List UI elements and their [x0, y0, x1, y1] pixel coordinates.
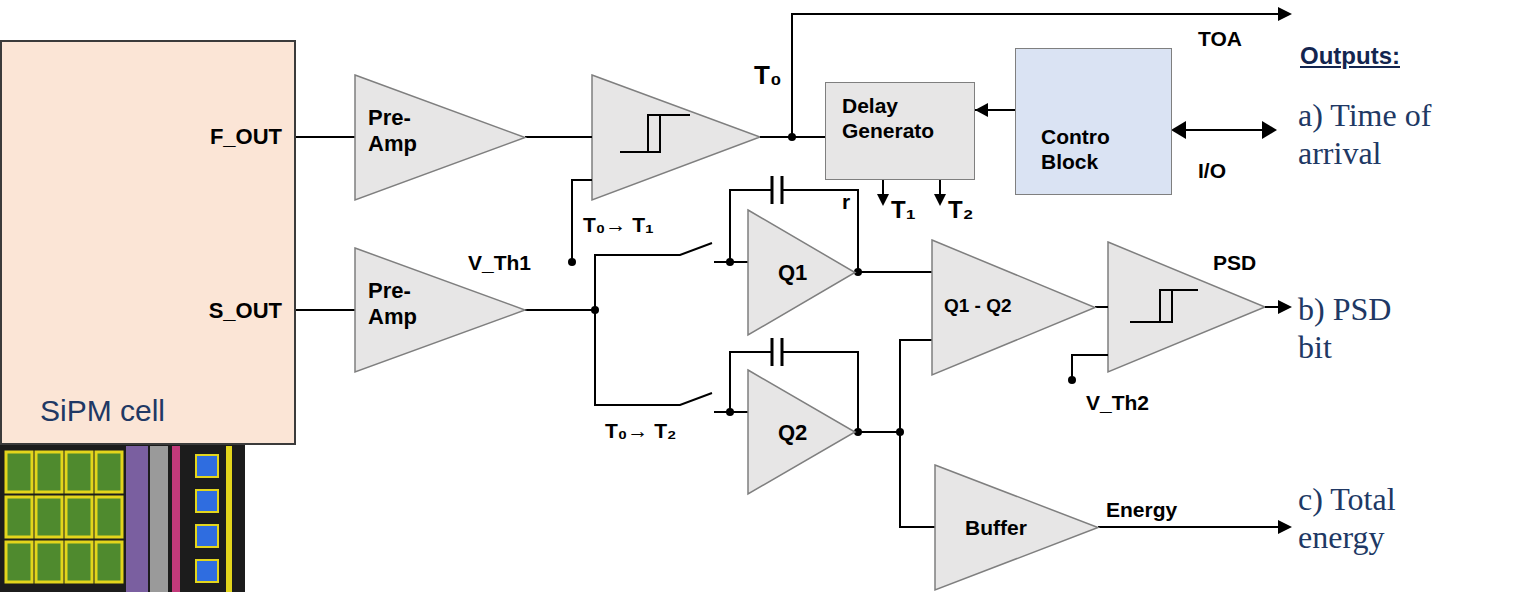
sipm-cell: F_OUT S_OUT SiPM cell: [0, 40, 296, 445]
signal-wire: [525, 310, 748, 412]
signal-wire: [296, 309, 355, 311]
output-description: a) Time of arrival: [1298, 96, 1448, 172]
buffer-triangle: Buffer: [935, 465, 1098, 590]
block-label: Q1: [778, 260, 807, 286]
block-label: r: [842, 189, 850, 214]
chip-band: [172, 446, 180, 592]
junction-dot: [788, 133, 796, 141]
signal-wire: [525, 243, 748, 310]
control-block-box: Contro Block: [1015, 48, 1172, 195]
signal-name: PSD: [1213, 250, 1256, 275]
chip-pad: [196, 560, 218, 582]
output-description: b) PSD bit: [1298, 290, 1410, 366]
signal-wire: [855, 340, 932, 432]
output-description: c) Total energy: [1298, 480, 1448, 556]
triangle-outline: [935, 465, 1098, 590]
outputs-heading: Outputs:: [1300, 42, 1400, 70]
triangle-outline: [748, 370, 855, 494]
block-label: Q2: [778, 420, 807, 446]
arrowhead: [934, 194, 946, 206]
triangle-outline: [355, 75, 525, 200]
signal-wire: [296, 136, 355, 138]
chip-band: [126, 446, 148, 592]
signal-wire: [855, 271, 932, 273]
signal-name: I/O: [1198, 158, 1226, 183]
signal-name: Energy: [1106, 497, 1177, 522]
comparator-symbol: [592, 75, 760, 200]
block-label: Pre- Amp: [368, 105, 430, 157]
chip-pad: [196, 455, 218, 477]
block-label: Buffer: [965, 515, 1027, 540]
chip-cell: [6, 497, 32, 537]
chip-pad: [196, 525, 218, 547]
block-label: Contro Block: [1041, 124, 1121, 174]
signal-name: TOA: [1198, 26, 1242, 51]
chip-cell: [96, 452, 122, 492]
signal-name: T₁: [891, 196, 916, 224]
signal-wire: [855, 432, 935, 527]
chip-pad: [196, 490, 218, 512]
subtractor-triangle: Q1 - Q2: [932, 240, 1095, 375]
chip-cell: [36, 542, 62, 582]
chip-cell: [66, 542, 92, 582]
chip-cell: [6, 542, 32, 582]
switch-label: T₀→ T₁: [583, 212, 654, 237]
signal-name: T₂: [948, 196, 973, 224]
chip-cell: [66, 497, 92, 537]
arrowhead: [1278, 7, 1292, 21]
triangle-outline: [748, 210, 855, 335]
block-label: Q1 - Q2: [944, 295, 1012, 317]
chip-band: [150, 446, 168, 592]
hysteresis-symbol: [1130, 290, 1198, 322]
chip-cell: [6, 452, 32, 492]
chip-cell: [36, 452, 62, 492]
junction-dot: [568, 258, 576, 266]
pin-name: S_OUT: [209, 298, 282, 324]
signal-name: V_Th1: [468, 250, 531, 275]
chip-cell: [66, 452, 92, 492]
pin-name: F_OUT: [210, 124, 282, 150]
triangle-outline: [932, 240, 1095, 375]
chip-band: [226, 446, 232, 592]
integrator-triangle: Q2: [748, 370, 855, 494]
arrowhead: [1262, 121, 1277, 139]
arrowhead: [1278, 300, 1292, 314]
block-title: SiPM cell: [40, 394, 165, 428]
arrowhead: [1171, 121, 1186, 139]
delay-generator-box: Delay Generator: [825, 82, 975, 180]
chip-cell: [36, 497, 62, 537]
arrowhead: [1278, 520, 1292, 534]
arrowhead: [975, 103, 988, 117]
integrator-triangle: Q1: [748, 210, 855, 335]
arrowhead: [877, 194, 889, 206]
block-label: Delay Generato: [842, 93, 962, 143]
block-label: Pre- Amp: [368, 278, 430, 330]
junction-dot: [1068, 376, 1076, 384]
signal-name: T₀: [754, 60, 782, 90]
switch-label: T₀→ T₂: [605, 418, 676, 443]
wire: [525, 14, 1278, 527]
hysteresis-symbol: [620, 115, 690, 152]
chip-cell: [96, 542, 122, 582]
chip-cell: [96, 497, 122, 537]
preamp-triangle: Pre- Amp: [355, 75, 525, 200]
comparator-symbol: [1108, 242, 1265, 372]
signal-name: V_Th2: [1086, 390, 1149, 415]
